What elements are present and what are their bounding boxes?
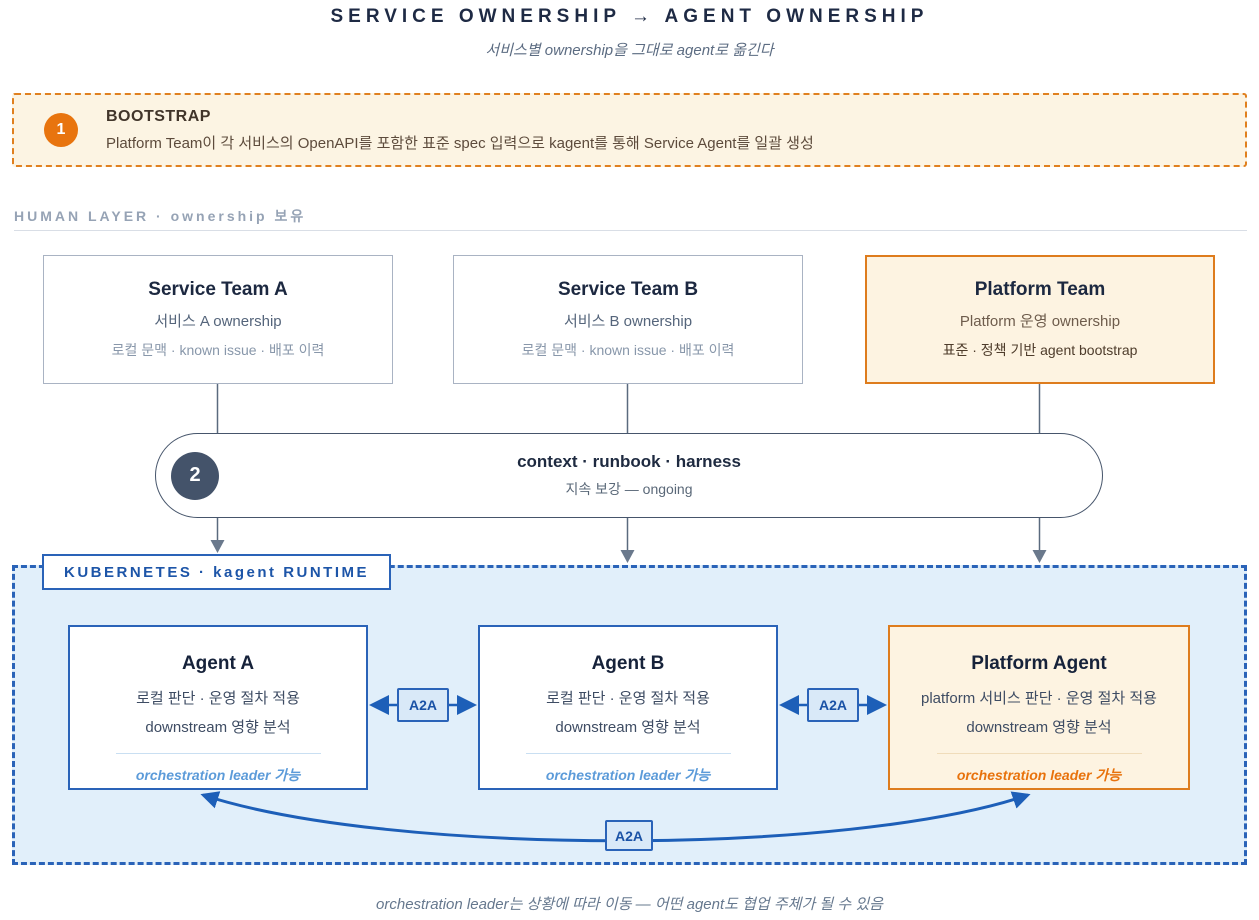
- agent-line2: downstream 영향 분석: [555, 719, 701, 736]
- agent-line2: downstream 영향 분석: [145, 719, 291, 736]
- step-2-badge: 2: [171, 451, 219, 500]
- enrichment-title: context · runbook · harness: [517, 452, 741, 471]
- footnote: orchestration leader는 상황에 따라 이동 — 어떤 age…: [376, 896, 883, 913]
- bootstrap-title: BOOTSTRAP: [106, 107, 211, 125]
- agent-line1: 로컬 판단 · 운영 절차 적용: [136, 690, 300, 707]
- bootstrap-text: BOOTSTRAP Platform Team이 각 서비스의 OpenAPI를…: [106, 108, 814, 153]
- team-subtitle: Platform 운영 ownership: [959, 313, 1121, 330]
- agent-a-box: Agent A 로컬 판단 · 운영 절차 적용 downstream 영향 분…: [68, 625, 368, 790]
- agent-line1: 로컬 판단 · 운영 절차 적용: [546, 690, 710, 707]
- service-team-a-box: Service Team A 서비스 A ownership 로컬 문맥 · k…: [43, 255, 393, 384]
- agent-footer: orchestration leader 가능: [545, 767, 711, 783]
- enrichment-pill: 2 context · runbook · harness 지속 보강 — on…: [155, 433, 1103, 518]
- human-layer-label: HUMAN LAYER · ownership 보유: [14, 208, 307, 224]
- a2a-badge-ab: A2A: [397, 688, 449, 722]
- platform-team-box: Platform Team Platform 운영 ownership 표준 ·…: [865, 255, 1215, 384]
- a2a-badge-b-platform: A2A: [807, 688, 859, 722]
- agent-divider: [525, 753, 731, 754]
- team-name: Service Team B: [557, 279, 699, 300]
- agent-line1: platform 서비스 판단 · 운영 절차 적용: [921, 690, 1157, 707]
- agent-footer: orchestration leader 가능: [956, 767, 1122, 783]
- agent-name: Agent A: [181, 653, 255, 674]
- agent-divider: [936, 753, 1142, 754]
- team-detail: 로컬 문맥 · known issue · 배포 이력: [111, 342, 325, 358]
- agent-divider: [115, 753, 321, 754]
- enrichment-text: context · runbook · harness 지속 보강 — ongo…: [156, 434, 1102, 517]
- team-detail: 표준 · 정책 기반 agent bootstrap: [942, 342, 1138, 358]
- team-name: Platform Team: [974, 279, 1106, 300]
- agent-footer: orchestration leader 가능: [135, 767, 301, 783]
- team-detail: 로컬 문맥 · known issue · 배포 이력: [521, 342, 735, 358]
- team-name: Service Team A: [148, 279, 288, 300]
- agent-b-box: Agent B 로컬 판단 · 운영 절차 적용 downstream 영향 분…: [478, 625, 778, 790]
- bootstrap-step-box: 1 BOOTSTRAP Platform Team이 각 서비스의 OpenAP…: [12, 93, 1247, 167]
- agent-name: Platform Agent: [971, 653, 1107, 674]
- agent-name: Agent B: [591, 653, 665, 674]
- step-1-badge: 1: [44, 113, 78, 147]
- bootstrap-description: Platform Team이 각 서비스의 OpenAPI를 포함한 표준 sp…: [106, 134, 814, 152]
- service-team-b-box: Service Team B 서비스 B ownership 로컬 문맥 · k…: [453, 255, 803, 384]
- human-layer-divider: [14, 230, 1247, 231]
- platform-agent-box: Platform Agent platform 서비스 판단 · 운영 절차 적…: [888, 625, 1190, 790]
- agent-line2: downstream 영향 분석: [966, 719, 1112, 736]
- a2a-badge-a-platform: A2A: [605, 820, 653, 851]
- team-subtitle: 서비스 B ownership: [563, 313, 693, 330]
- team-subtitle: 서비스 A ownership: [154, 313, 282, 330]
- kubernetes-runtime-label: KUBERNETES · kagent RUNTIME: [42, 554, 392, 590]
- enrichment-subtitle: 지속 보강 — ongoing: [565, 481, 693, 497]
- page-title: SERVICE OWNERSHIP → AGENT OWNERSHIP: [330, 6, 929, 27]
- page-subtitle: 서비스별 ownership을 그대로 agent로 옮긴다: [485, 42, 774, 59]
